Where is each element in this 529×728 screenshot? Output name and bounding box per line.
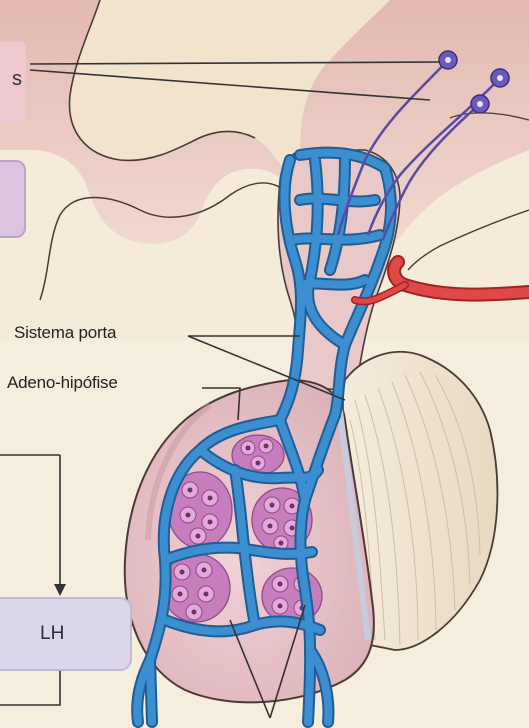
- top-left-label-box: s: [0, 42, 26, 124]
- lh-box: LH: [0, 597, 132, 671]
- top-left-label-text: s: [12, 68, 22, 91]
- lh-label: LH: [40, 623, 64, 645]
- mid-left-label-box: [0, 160, 26, 238]
- neuron-icon: [439, 51, 457, 69]
- adenohypophysis-label: Adeno-hipófise: [7, 373, 118, 393]
- neuron-icon: [491, 69, 509, 87]
- neuron-icon: [471, 95, 489, 113]
- cell-cluster-icon: [162, 554, 230, 622]
- portal-system-label: Sistema porta: [14, 323, 116, 343]
